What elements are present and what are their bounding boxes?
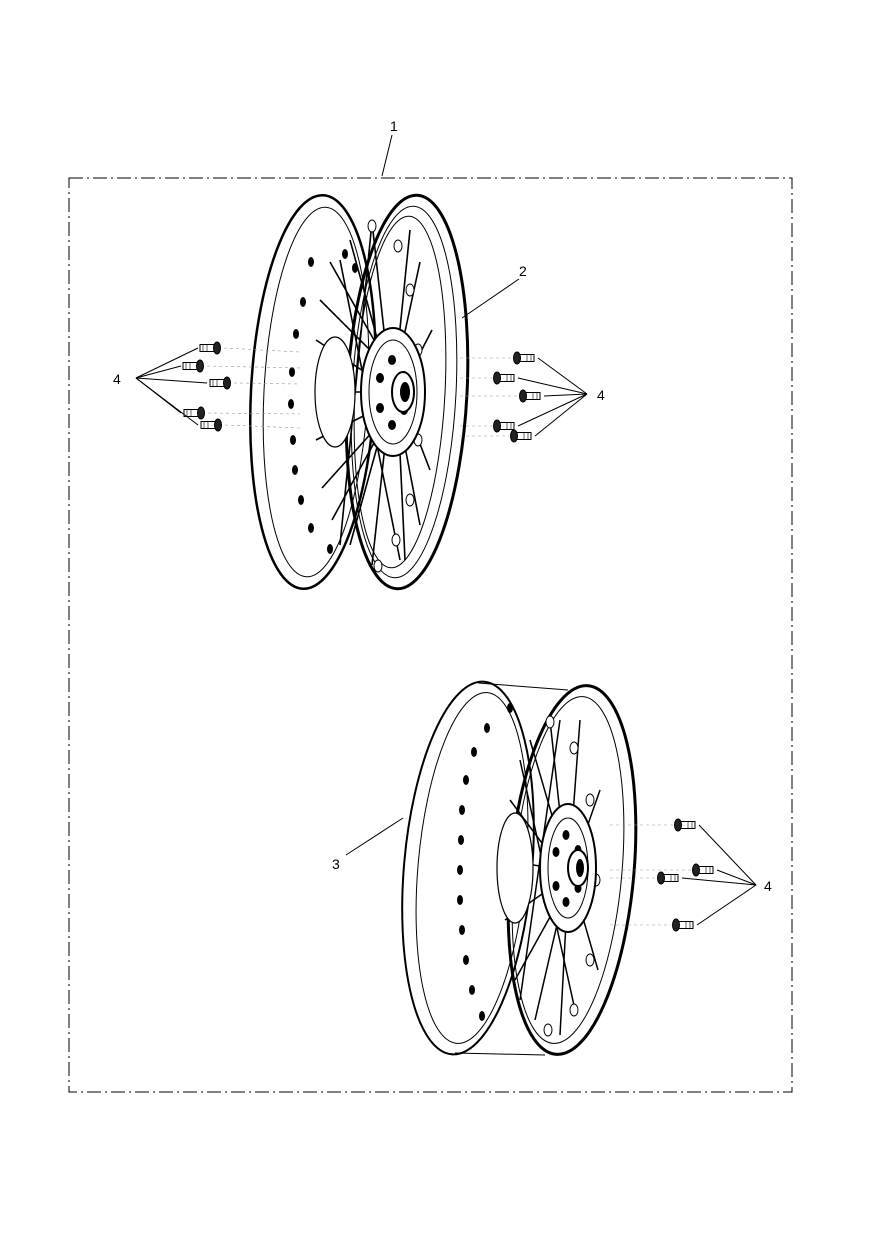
bolts-rear: 4 — [610, 819, 772, 931]
bolts-front-right: 4 — [460, 352, 605, 442]
callout-bolts-rear-label: 4 — [764, 878, 772, 894]
callout-front-wheel: 2 — [461, 263, 527, 319]
callout-front-wheel-label: 2 — [519, 263, 527, 279]
bolts-front-left: 4 — [113, 341, 301, 432]
callout-bolts-front-left-label: 4 — [113, 371, 121, 387]
kit-boundary — [68, 177, 793, 1093]
rear-wheel — [401, 680, 638, 1056]
callout-bolts-front-right-label: 4 — [597, 387, 605, 403]
callout-kit-label: 1 — [390, 118, 398, 134]
front-wheel — [248, 193, 470, 591]
callout-kit: 1 — [381, 118, 398, 177]
callout-rear-wheel: 3 — [332, 817, 404, 872]
callout-rear-wheel-label: 3 — [332, 856, 340, 872]
rear-rim-holes — [457, 703, 513, 1021]
